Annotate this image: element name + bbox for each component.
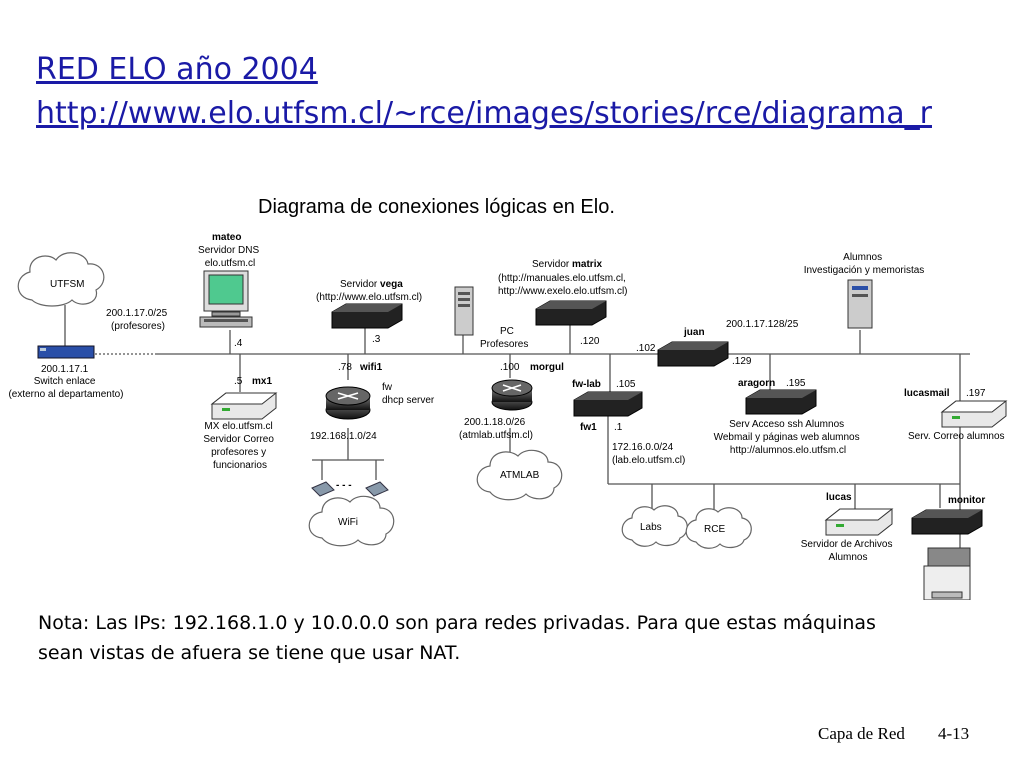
- fw1-name: fw1: [580, 422, 597, 433]
- wifi-cloud-icon: [308, 495, 395, 547]
- matrix-title: Servidor matrix: [532, 259, 602, 270]
- juan-ip: .102: [636, 343, 656, 354]
- vega-server-icon: [331, 303, 403, 329]
- vega-url: (http://www.elo.utfsm.cl): [316, 292, 422, 303]
- lucasmail-ip: .197: [966, 388, 986, 399]
- morgul-desc: 200.1.18.0/26 (atmlab.utfsm.cl): [459, 417, 533, 441]
- morgul-router-icon: [491, 379, 533, 411]
- juan-name: juan: [683, 327, 705, 338]
- mx1-name: mx1: [252, 376, 272, 387]
- aragorn-desc: Serv Acceso ssh Alumnos Webmail y página…: [714, 419, 863, 456]
- wifi-label: WiFi: [338, 517, 358, 528]
- aragorn-server-icon: [745, 389, 817, 415]
- morgul-ip: .100: [500, 362, 520, 373]
- mateo-name: mateo: [212, 232, 241, 243]
- fwlab-name: fw-lab: [572, 379, 601, 390]
- fwlab-server-icon: [573, 391, 643, 417]
- footer-page-number: 4-13: [938, 724, 970, 743]
- wifi1-net: 192.168.1.0/24: [310, 431, 377, 442]
- matrix-ip: .120: [580, 336, 600, 347]
- monitor-server-icon: [911, 509, 983, 535]
- utfsm-cloud-icon: [17, 252, 105, 307]
- lucas-desc: Servidor de Archivos Alumnos: [801, 539, 896, 563]
- lucasmail-name: lucasmail: [904, 388, 950, 399]
- atmlab-label: ATMLAB: [500, 470, 540, 481]
- utfsm-label: UTFSM: [50, 279, 84, 290]
- lucasmail-desc: Serv. Correo alumnos: [908, 431, 1005, 442]
- atmlab-cloud-icon: [476, 449, 563, 501]
- alumnos-tower-icon: [847, 279, 873, 329]
- mx1-desc: MX elo.utfsm.cl Servidor Correo profesor…: [203, 421, 276, 471]
- profesores-net-label: 200.1.17.0/25 (profesores): [106, 308, 170, 332]
- wifi1-desc: fw dhcp server: [382, 382, 435, 406]
- pc-profesores-tower-icon: [454, 286, 474, 336]
- source-url-link[interactable]: http://www.elo.utfsm.cl/~rce/images/stor…: [36, 96, 932, 131]
- juan-server-icon: [657, 341, 729, 367]
- aragorn-ip: .195: [786, 378, 806, 389]
- vega-title: Servidor vega: [340, 279, 403, 290]
- lucas-server-icon: [824, 508, 894, 536]
- alumnos-label: Alumnos Investigación y memoristas: [804, 252, 925, 276]
- switch-label: 200.1.17.1 Switch enlace (externo al dep…: [8, 364, 123, 400]
- printer-icon: [923, 547, 971, 600]
- matrix-desc: (http://manuales.elo.utfsm.cl, http://ww…: [498, 273, 629, 297]
- network-diagram: Diagrama de conexiones lógicas en Elo. U…: [8, 196, 1008, 600]
- pc-profesores-label: PC Profesores: [480, 326, 528, 350]
- switch-icon: [37, 345, 95, 359]
- slide-title: RED ELO año 2004: [36, 52, 318, 87]
- alumnos-net-label: 200.1.17.128/25: [726, 319, 799, 330]
- vega-ip: .3: [372, 334, 381, 345]
- mateo-computer-icon: [199, 270, 253, 328]
- mx1-ip: .5: [234, 376, 243, 387]
- aragorn-name: aragorn: [738, 378, 775, 389]
- matrix-server-icon: [535, 300, 607, 326]
- mateo-desc: Servidor DNS elo.utfsm.cl: [198, 245, 262, 269]
- labs-cloud-icon: [621, 505, 688, 547]
- access-point-icon: [311, 481, 389, 497]
- footer-section-label: Capa de Red: [818, 724, 905, 743]
- rce-label: RCE: [704, 524, 725, 535]
- mx1-server-icon: [210, 392, 278, 420]
- fwlab-ip: .105: [616, 379, 636, 390]
- lucas-name: lucas: [826, 492, 852, 503]
- network-lines: [64, 305, 970, 600]
- wifi1-ip: .78: [338, 362, 352, 373]
- wifi1-name: wifi1: [359, 362, 383, 373]
- diagram-title: Diagrama de conexiones lógicas en Elo.: [258, 196, 615, 218]
- monitor-name: monitor: [948, 495, 985, 506]
- rce-cloud-icon: [685, 507, 752, 549]
- lucasmail-server-icon: [940, 400, 1008, 428]
- nat-note: Nota: Las IPs: 192.168.1.0 y 10.0.0.0 so…: [38, 612, 876, 664]
- wifi-dots: - - -: [336, 480, 352, 491]
- morgul-name: morgul: [530, 362, 564, 373]
- labs-label: Labs: [640, 522, 662, 533]
- mateo-ip: .4: [234, 338, 243, 349]
- juan-ip2: .129: [732, 356, 752, 367]
- fw1-ip: .1: [614, 422, 623, 433]
- wifi1-router-icon: [325, 386, 371, 420]
- fwlab-desc: 172.16.0.0/24 (lab.elo.utfsm.cl): [612, 442, 685, 466]
